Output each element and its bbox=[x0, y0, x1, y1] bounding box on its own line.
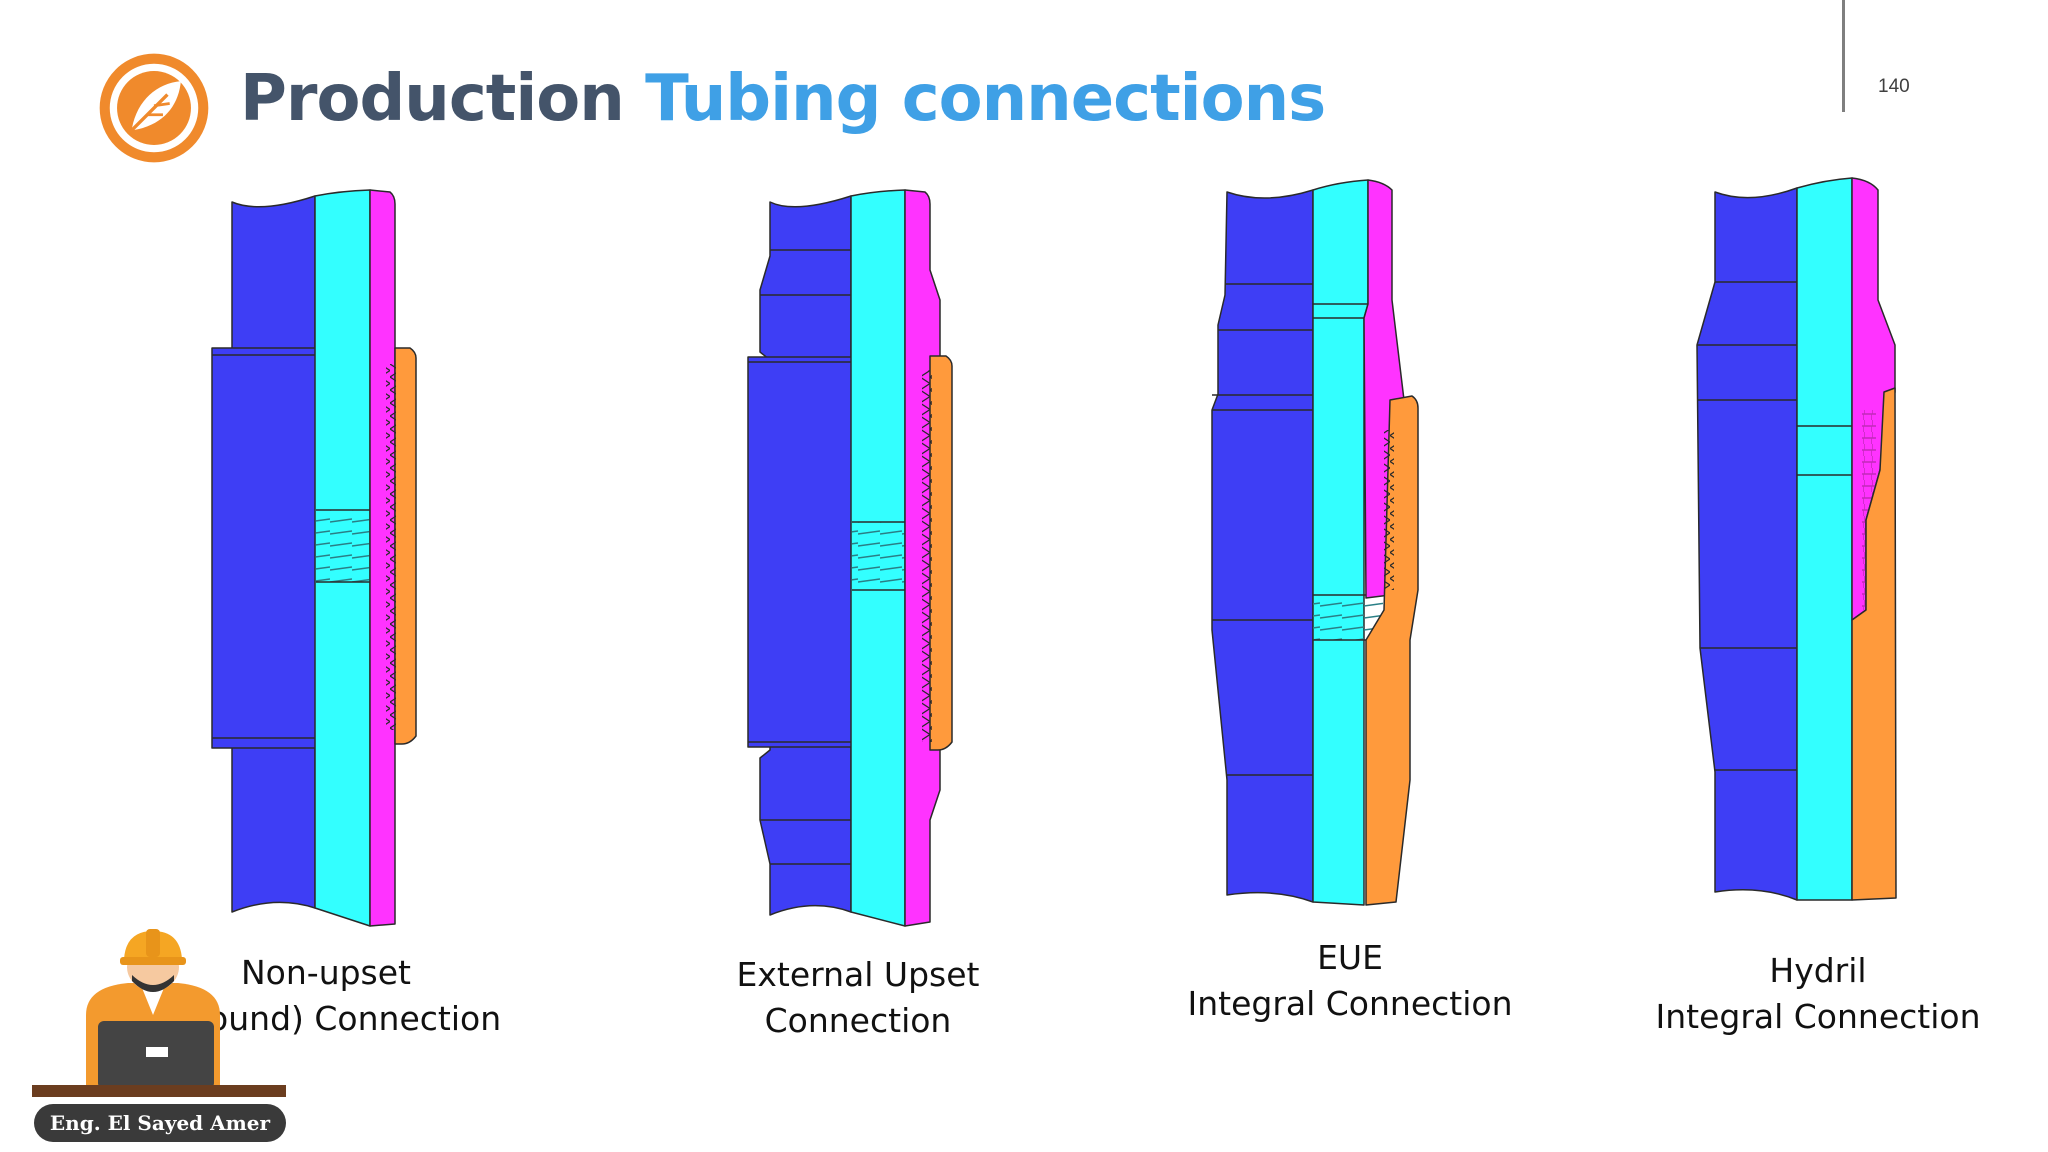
caption-eue-line2: Integral Connection bbox=[1187, 984, 1513, 1023]
caption-non-upset-line1: Non-upset bbox=[241, 953, 411, 992]
caption-eue: EUE Integral Connection bbox=[1150, 935, 1550, 1027]
caption-external-upset: External Upset Connection bbox=[658, 952, 1058, 1044]
diagram-eue-integral bbox=[1211, 179, 1419, 906]
engineer-with-laptop-icon bbox=[32, 929, 286, 1097]
diagram-external-upset bbox=[747, 189, 953, 927]
caption-hydril-line2: Integral Connection bbox=[1655, 997, 1981, 1036]
leaf-logo-icon bbox=[99, 53, 209, 163]
author-badge: Eng. El Sayed Amer bbox=[34, 1104, 286, 1142]
diagram-hydril-integral bbox=[1696, 177, 1897, 901]
caption-hydril-line1: Hydril bbox=[1769, 951, 1867, 990]
title-accent: Tubing connections bbox=[645, 62, 1326, 136]
page-number: 140 bbox=[1878, 76, 1910, 97]
caption-hydril: Hydril Integral Connection bbox=[1618, 948, 2018, 1040]
title-word-production: Production bbox=[240, 62, 625, 136]
diagram-non-upset bbox=[211, 189, 417, 927]
caption-external-upset-line2: Connection bbox=[764, 1001, 952, 1040]
caption-external-upset-line1: External Upset bbox=[736, 955, 980, 994]
caption-eue-line1: EUE bbox=[1317, 938, 1383, 977]
page-rule bbox=[1842, 0, 1845, 112]
page-title: Production Tubing connections bbox=[240, 62, 1326, 136]
